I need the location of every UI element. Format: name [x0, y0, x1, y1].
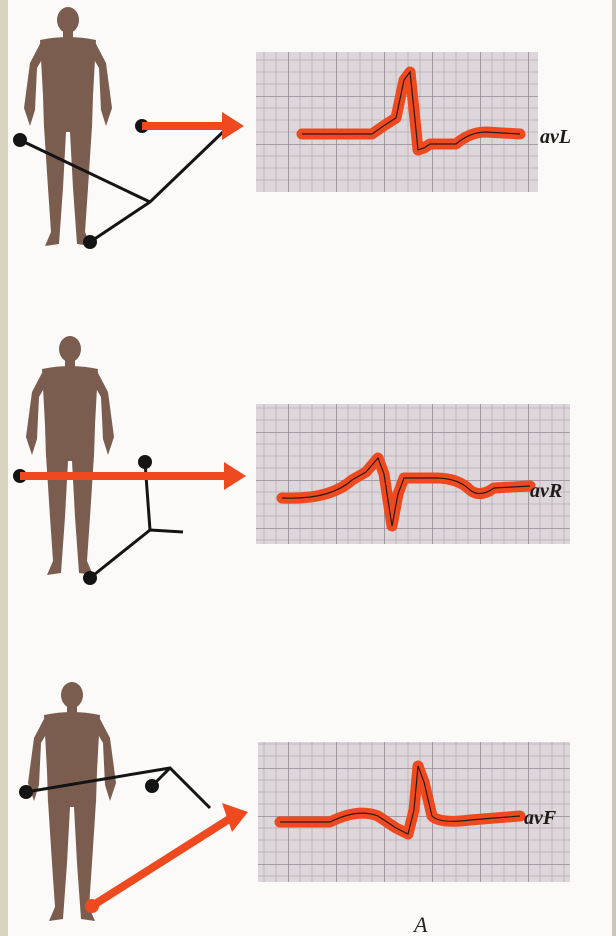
electrode-dot-icon: [83, 235, 97, 249]
electrode-dot-icon: [19, 785, 33, 799]
lead-label-avr: avR: [530, 480, 562, 502]
arrow-right-icon: [224, 462, 246, 490]
electrode-dot-icon: [138, 455, 152, 469]
lead-row-avr: avR: [13, 336, 570, 585]
human-silhouette-icon: [26, 336, 114, 575]
arrow-right-icon: [222, 112, 244, 140]
lead-row-avf: avF: [19, 682, 570, 921]
electrode-dot-icon: [145, 779, 159, 793]
lead-row-avl: avL: [13, 7, 571, 249]
electrode-dot-icon: [83, 571, 97, 585]
electrode-dot-icon: [13, 133, 27, 147]
panel-label: A: [412, 912, 428, 936]
lead-label-avf: avF: [524, 807, 557, 829]
human-silhouette-icon: [24, 7, 112, 246]
lead-label-avl: avL: [540, 126, 571, 148]
signal-arrow-shaft: [92, 816, 234, 906]
human-silhouette-icon: [28, 682, 116, 921]
